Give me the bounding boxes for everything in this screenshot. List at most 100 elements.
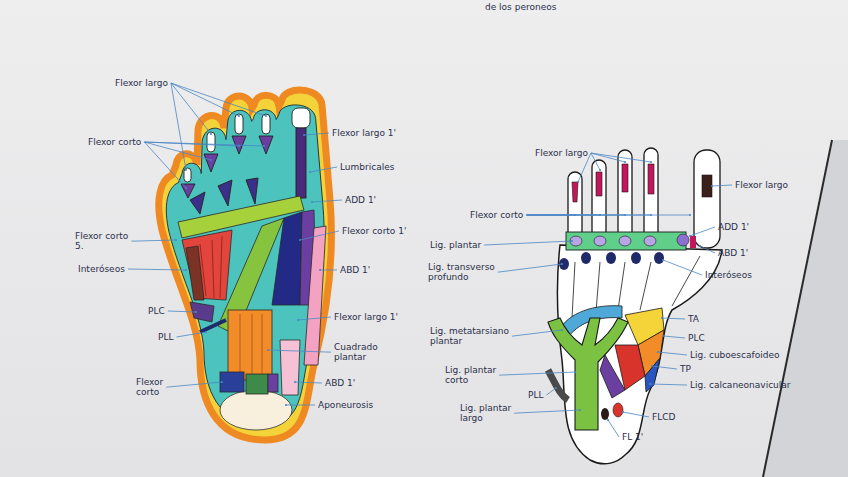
part-label: PLC <box>688 333 705 343</box>
leader-line <box>484 241 572 245</box>
leader-tip <box>561 329 563 331</box>
leader-line <box>300 231 339 240</box>
part-label: Flexor largo <box>115 78 168 88</box>
leader-line <box>176 332 206 337</box>
leader-tip <box>650 161 652 163</box>
leader-tip <box>662 259 664 261</box>
leader-line <box>171 83 266 116</box>
leader-line <box>131 240 176 241</box>
part-label: Cuadrado plantar <box>334 342 386 363</box>
leader-tip <box>599 214 601 216</box>
leader-tip <box>650 214 652 216</box>
part-label: FL 1' <box>622 432 643 442</box>
leader-tip <box>210 133 212 135</box>
part-label: ABD 1' <box>325 378 355 388</box>
leader-line <box>498 264 562 272</box>
sole-interior <box>166 105 324 425</box>
part-label: Flexor largo 1' <box>334 312 398 322</box>
leader-tip <box>267 349 269 351</box>
leader-line <box>690 227 715 236</box>
part-label: Flexor corto <box>88 137 141 147</box>
paper-edge <box>763 140 832 477</box>
part-label: ABD 1' <box>718 248 748 258</box>
part-label: Interóseos <box>78 264 125 274</box>
part-label: ADD 1' <box>345 195 376 205</box>
leader-line <box>286 405 315 406</box>
leader-line <box>268 350 331 352</box>
leader-line <box>166 382 222 387</box>
leader-line <box>320 270 337 271</box>
leader-line <box>526 215 690 216</box>
leader-tip <box>185 269 187 271</box>
leader-tip <box>607 419 609 421</box>
leader-tip <box>624 161 626 163</box>
leader-line <box>128 269 186 270</box>
part-label: Lig. metatarsiano plantar <box>430 326 525 347</box>
leader-tip <box>689 214 691 216</box>
leader-tip <box>661 317 663 319</box>
leader-tip <box>238 115 240 117</box>
leader-line <box>664 336 685 338</box>
leader-line <box>650 384 687 385</box>
wall <box>763 140 848 477</box>
part-label: Lig. plantar largo <box>460 403 530 424</box>
part-label: PLC <box>148 306 165 316</box>
leader-tip <box>265 115 267 117</box>
leader-tip <box>185 169 187 171</box>
part-label: Flexor largo <box>535 148 588 158</box>
leader-tip <box>221 381 223 383</box>
leader-line <box>591 153 600 170</box>
part-label: ABD 1' <box>340 265 370 275</box>
part-label: Flexor corto <box>470 210 523 220</box>
leader-line <box>658 352 687 355</box>
leader-tip <box>599 169 601 171</box>
leader-line <box>663 260 702 275</box>
part-label: Flexor corto <box>136 377 176 398</box>
leader-tip <box>579 409 581 411</box>
leader-tip <box>185 187 187 189</box>
leader-line <box>171 83 211 134</box>
leader-line <box>499 372 575 375</box>
leader-tip <box>689 235 691 237</box>
leader-line <box>623 412 649 417</box>
leader-line <box>662 318 685 319</box>
leader-tip <box>205 331 207 333</box>
leader-tip <box>263 145 265 147</box>
leader-tip <box>574 214 576 216</box>
part-label: PLL <box>528 390 543 400</box>
part-label: Lig. calcaneonavicular <box>690 380 791 390</box>
leader-tip <box>574 371 576 373</box>
leader-line <box>546 388 556 395</box>
part-label: ADD 1' <box>718 222 749 232</box>
leader-tip <box>294 381 296 383</box>
leader-line <box>700 246 715 253</box>
leader-tip <box>624 214 626 216</box>
leader-tip <box>299 239 301 241</box>
right-foot <box>548 148 722 464</box>
part-label: Lig. plantar corto <box>445 365 515 386</box>
part-label: TA <box>688 314 699 324</box>
leader-tip <box>571 240 573 242</box>
leader-tip <box>561 263 563 265</box>
leader-line <box>144 142 186 188</box>
leader-line <box>298 317 331 320</box>
leader-line <box>171 83 186 170</box>
leader-line <box>295 382 322 383</box>
part-label: Flexor corto 1' <box>342 226 406 236</box>
leader-tip <box>711 185 713 187</box>
part-label: Lumbricales <box>340 162 394 172</box>
leader-tip <box>297 319 299 321</box>
part-label: TP <box>680 364 691 374</box>
leader-tip <box>175 239 177 241</box>
leader-line <box>310 167 337 172</box>
part-label: PLL <box>158 332 173 342</box>
part-label: Lig. transverso profundo <box>428 262 523 283</box>
leader-tip <box>649 383 651 385</box>
leader-tip <box>663 335 665 337</box>
leader-line <box>168 311 196 312</box>
part-label: Lig. cuboescafoideo <box>690 350 779 360</box>
leader-tip <box>555 387 557 389</box>
leader-tip <box>651 365 653 367</box>
leader-line <box>514 410 580 413</box>
